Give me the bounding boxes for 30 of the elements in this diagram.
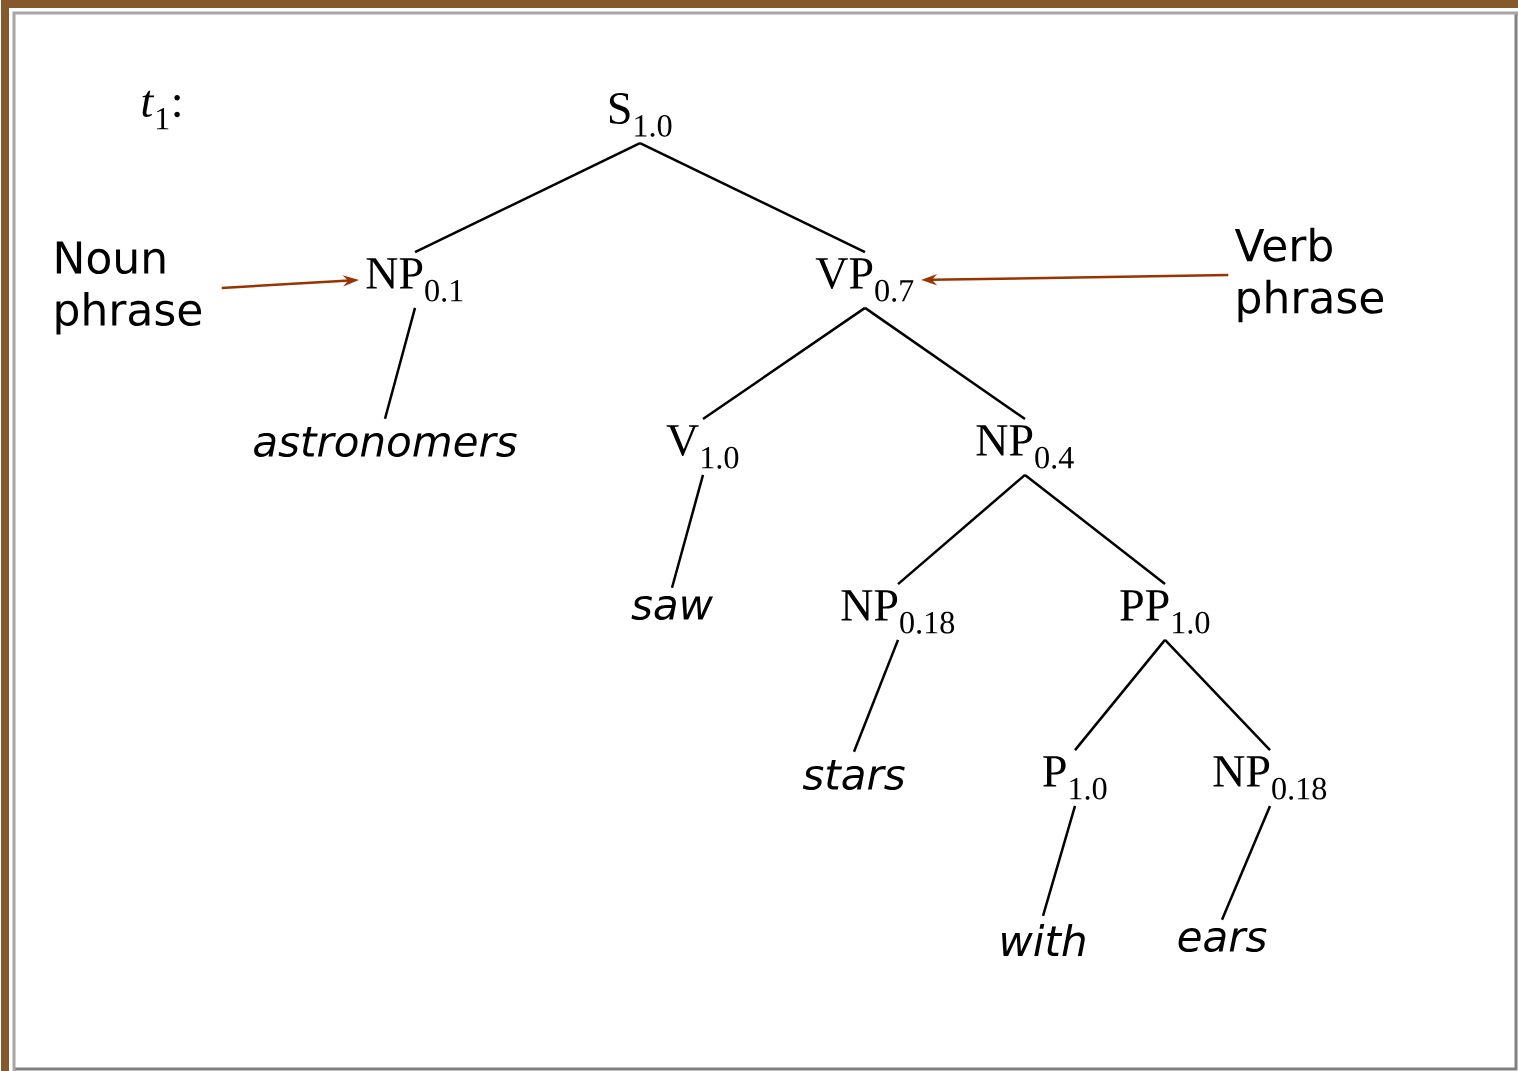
tree-branch — [639, 141, 866, 254]
tree-branch — [852, 639, 900, 753]
annotation-text: Noun phrase — [56, 241, 202, 335]
word-leaf: with — [1002, 924, 1085, 956]
category-label: PP$_{1.0}$ — [1120, 590, 1210, 634]
word-leaf: saw — [631, 595, 714, 621]
tree-branch — [1024, 473, 1166, 586]
annotation-text: Verb phrase — [1234, 227, 1384, 323]
tree-branch — [1220, 805, 1272, 921]
tree-branch — [864, 306, 1026, 421]
category-label: NP$_{0.18}$ — [841, 590, 955, 634]
category-label: NP$_{0.1}$ — [366, 258, 463, 302]
tree-branch — [1164, 639, 1271, 751]
tree-branch — [670, 474, 705, 589]
tree-label: t$_{1}$: — [142, 90, 180, 130]
tree-branch — [1074, 639, 1166, 751]
category-label: V$_{1.0}$ — [666, 425, 739, 469]
tree-branch — [383, 307, 417, 420]
tree-branch — [414, 141, 641, 254]
category-label: S$_{1.0}$ — [609, 93, 672, 137]
word-leaf: stars — [802, 759, 905, 791]
category-label: NP$_{0.18}$ — [1213, 756, 1327, 800]
tree-branch — [1041, 805, 1077, 917]
word-leaf: astronomers — [254, 426, 517, 458]
tree-branch — [702, 306, 866, 421]
tree-branch — [897, 473, 1026, 586]
category-label: NP$_{0.4}$ — [976, 425, 1074, 469]
category-label: P$_{1.0}$ — [1043, 756, 1107, 800]
word-leaf: ears — [1178, 927, 1267, 953]
category-label: VP$_{0.7}$ — [815, 258, 914, 302]
